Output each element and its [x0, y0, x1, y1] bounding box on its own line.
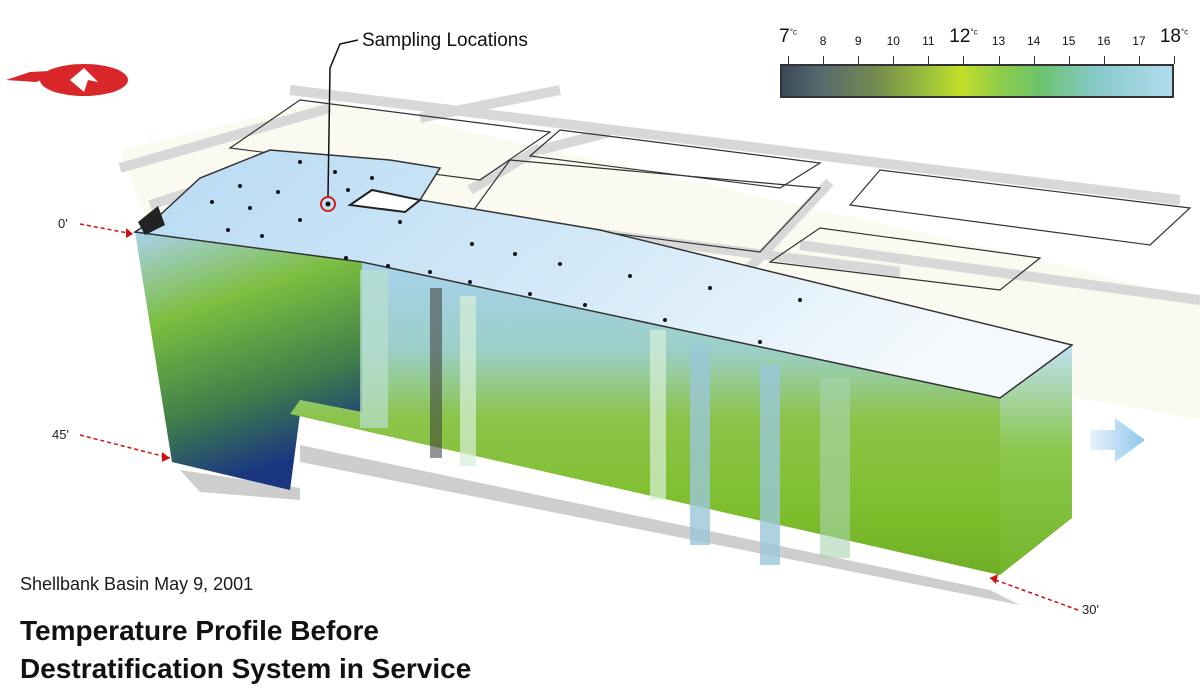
scale-tick-mark [1068, 56, 1070, 64]
depth-marker-arrow-top [126, 228, 133, 238]
figure-title-line-1: Temperature Profile Before [20, 615, 379, 646]
basin-end-face [1000, 345, 1072, 575]
scale-tick-label-12: 12°c [949, 26, 978, 47]
sampling-locations-label: Sampling Locations [362, 30, 528, 51]
scale-tick-label-18: 18°c [1159, 26, 1189, 47]
scale-tick-label-17: 17 [1132, 34, 1146, 48]
basin-rim-notch [347, 188, 423, 214]
scale-tick-mark [998, 56, 1000, 64]
depth-marker-arrow-right [990, 574, 998, 584]
scale-tick-label-8: 8 [819, 34, 827, 48]
scale-tick-label-7: 7°c [779, 26, 797, 47]
depth-marker-arrow-left [162, 452, 170, 462]
scale-tick-mark [893, 56, 895, 64]
figure-title: Temperature Profile Before Destratificat… [20, 612, 580, 688]
figure-title-line-2: Destratification System in Service [20, 653, 472, 684]
depth-label-left: 45' [52, 427, 69, 442]
scale-tick-label-16: 16 [1097, 34, 1111, 48]
scale-unit-label: °c [1180, 27, 1189, 37]
scale-tick-label-11: 11 [922, 34, 935, 48]
flow-direction-arrow-icon [1090, 418, 1145, 462]
scale-tick-mark [928, 56, 930, 64]
scale-unit-label: °c [789, 27, 797, 37]
scale-tick-label-13: 13 [991, 34, 1006, 48]
scale-tick-label-10: 10 [886, 34, 900, 48]
sampling-points [210, 160, 802, 344]
depth-marker-line-left [79, 434, 171, 459]
scale-tick-mark [1033, 56, 1035, 64]
scale-tick-label-9: 9 [854, 34, 862, 48]
highlighted-sampling-point [320, 196, 336, 212]
color-scale-bar [780, 64, 1174, 98]
wall-steps [360, 270, 850, 565]
north-arrow-icon [6, 64, 128, 96]
scale-tick-mark [963, 56, 965, 64]
scale-tick-label-14: 14 [1026, 34, 1041, 48]
left-deep-section [135, 232, 362, 490]
basin-corner [138, 206, 165, 235]
water-surface [132, 149, 1074, 399]
depth-label-top: 0' [58, 216, 68, 231]
depth-marker-line-right [989, 577, 1079, 611]
sampling-callout-line [327, 39, 359, 197]
scale-tick-mark [858, 56, 860, 64]
figure-subtitle: Shellbank Basin May 9, 2001 [20, 574, 254, 594]
scale-tick-label-15: 15 [1062, 34, 1076, 48]
highlighted-sampling-dot [325, 201, 331, 207]
scale-tick-mark [1174, 56, 1175, 64]
temperature-color-scale: 7°c 8 9 10 11 12°c 13 14 15 16 17 18°c [770, 26, 1190, 112]
basin-shadow [180, 445, 1020, 605]
scale-tick-mark [1138, 56, 1140, 64]
scale-tick-mark [788, 56, 789, 64]
depth-marker-line-top [79, 223, 134, 235]
depth-label-right: 30' [1082, 602, 1099, 617]
scale-unit-label: °c [970, 27, 978, 37]
scale-tick-mark [1103, 56, 1105, 64]
scale-tick-mark [823, 56, 825, 64]
